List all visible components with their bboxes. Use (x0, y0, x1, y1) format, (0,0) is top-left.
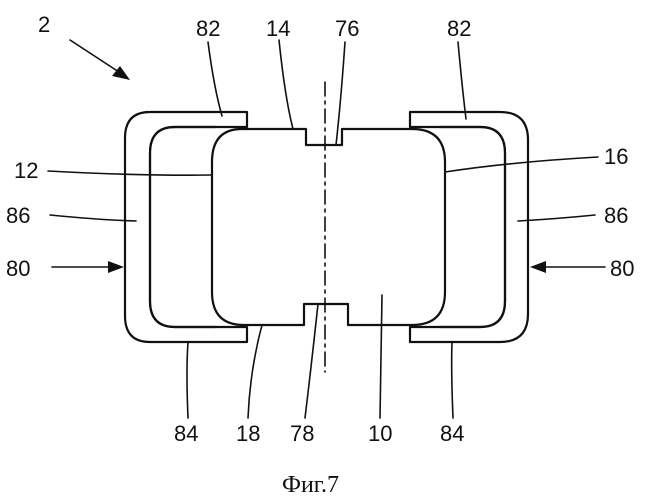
leader-18 (248, 325, 262, 418)
left-clip-outer (125, 112, 247, 342)
ref-80-right: 80 (610, 256, 634, 281)
leader-12 (48, 171, 212, 175)
ref-2: 2 (38, 12, 50, 37)
ref-82-right: 82 (447, 16, 471, 41)
leader-84-right (452, 342, 453, 418)
arrow-2-line (70, 40, 122, 74)
ref-86-left: 86 (6, 203, 30, 228)
arrow-2-head (112, 66, 130, 80)
ref-10: 10 (368, 421, 392, 446)
right-liner (440, 127, 505, 327)
ref-78: 78 (290, 421, 314, 446)
leader-84-left (187, 342, 188, 418)
leader-10 (380, 295, 382, 418)
leader-78 (305, 304, 318, 418)
ref-12: 12 (14, 158, 38, 183)
ref-16: 16 (604, 144, 628, 169)
arrow-80-left-head (108, 261, 124, 273)
ref-80-left: 80 (6, 256, 30, 281)
leader-86-left (50, 215, 136, 221)
leader-14 (279, 40, 293, 129)
figure-caption: Фиг.7 (282, 472, 339, 498)
leader-82-left (208, 42, 222, 116)
arrow-80-right-head (530, 261, 546, 273)
ref-14: 14 (266, 16, 290, 41)
ref-18: 18 (236, 421, 260, 446)
ref-82-left: 82 (196, 16, 220, 41)
ref-84-left: 84 (174, 421, 198, 446)
central-body (212, 129, 445, 325)
leader-82-right (458, 42, 466, 119)
ref-84-right: 84 (440, 421, 464, 446)
leader-86-right (518, 215, 595, 221)
right-clip-outer (410, 112, 528, 342)
ref-76: 76 (335, 16, 359, 41)
leader-16 (445, 157, 598, 172)
left-liner (150, 127, 215, 327)
ref-86-right: 86 (604, 203, 628, 228)
